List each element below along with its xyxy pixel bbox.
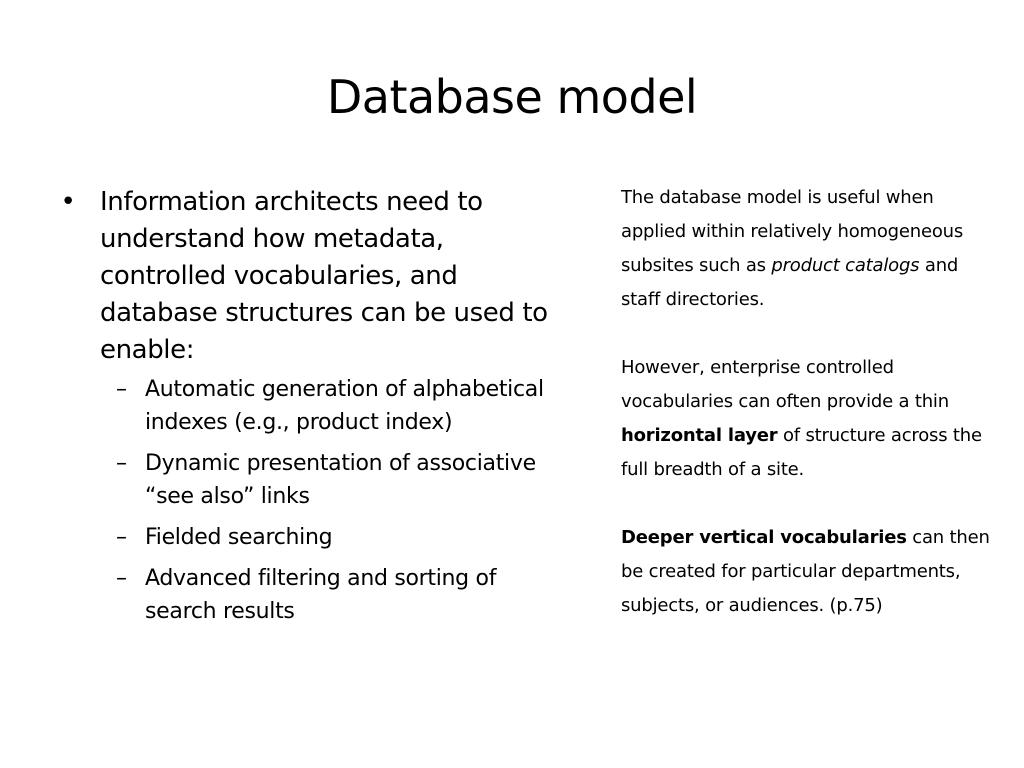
note-text: and staff directories. — [621, 255, 959, 310]
dash-marker: – — [116, 451, 127, 476]
dash-marker: – — [116, 525, 127, 550]
note-paragraph-1: The database model is useful when applie… — [621, 181, 1001, 317]
note-bold-text: Deeper vertical vocabularies — [621, 527, 907, 548]
sub-bullet-list: – Automatic generation of alphabetical i… — [58, 373, 558, 628]
sub-bullet-text: Dynamic presentation of associative “see… — [145, 451, 536, 509]
note-text: However, enterprise controlled vocabular… — [621, 357, 949, 412]
note-text: The database model is useful when applie… — [621, 187, 964, 276]
slide-title: Database model — [326, 70, 698, 124]
note-bold-text: horizontal layer — [621, 425, 778, 446]
sub-bullet-text: Automatic generation of alphabetical ind… — [145, 377, 544, 435]
dash-marker: – — [116, 377, 127, 402]
note-text: of structure across the full breadth of … — [621, 425, 982, 480]
sub-bullet: – Advanced filtering and sorting of sear… — [58, 562, 558, 628]
dash-marker: – — [116, 566, 127, 591]
notes-column: The database model is useful when applie… — [621, 181, 1001, 623]
note-paragraph-2: However, enterprise controlled vocabular… — [621, 351, 1001, 487]
note-text: can then be created for particular depar… — [621, 527, 990, 616]
note-paragraph-3: Deeper vertical vocabularies can then be… — [621, 521, 1001, 623]
bullet-marker: • — [60, 187, 76, 217]
main-bullet: • Information architects need to underst… — [58, 184, 558, 369]
sub-bullet: – Fielded searching — [58, 521, 558, 554]
sub-bullet: – Automatic generation of alphabetical i… — [58, 373, 558, 439]
sub-bullet: – Dynamic presentation of associative “s… — [58, 447, 558, 513]
sub-bullet-text: Advanced filtering and sorting of search… — [145, 566, 497, 624]
main-bullet-text: Information architects need to understan… — [100, 187, 548, 365]
bullet-list: • Information architects need to underst… — [58, 184, 558, 636]
sub-bullet-text: Fielded searching — [145, 525, 333, 550]
note-italic-text: product catalogs — [771, 255, 920, 276]
